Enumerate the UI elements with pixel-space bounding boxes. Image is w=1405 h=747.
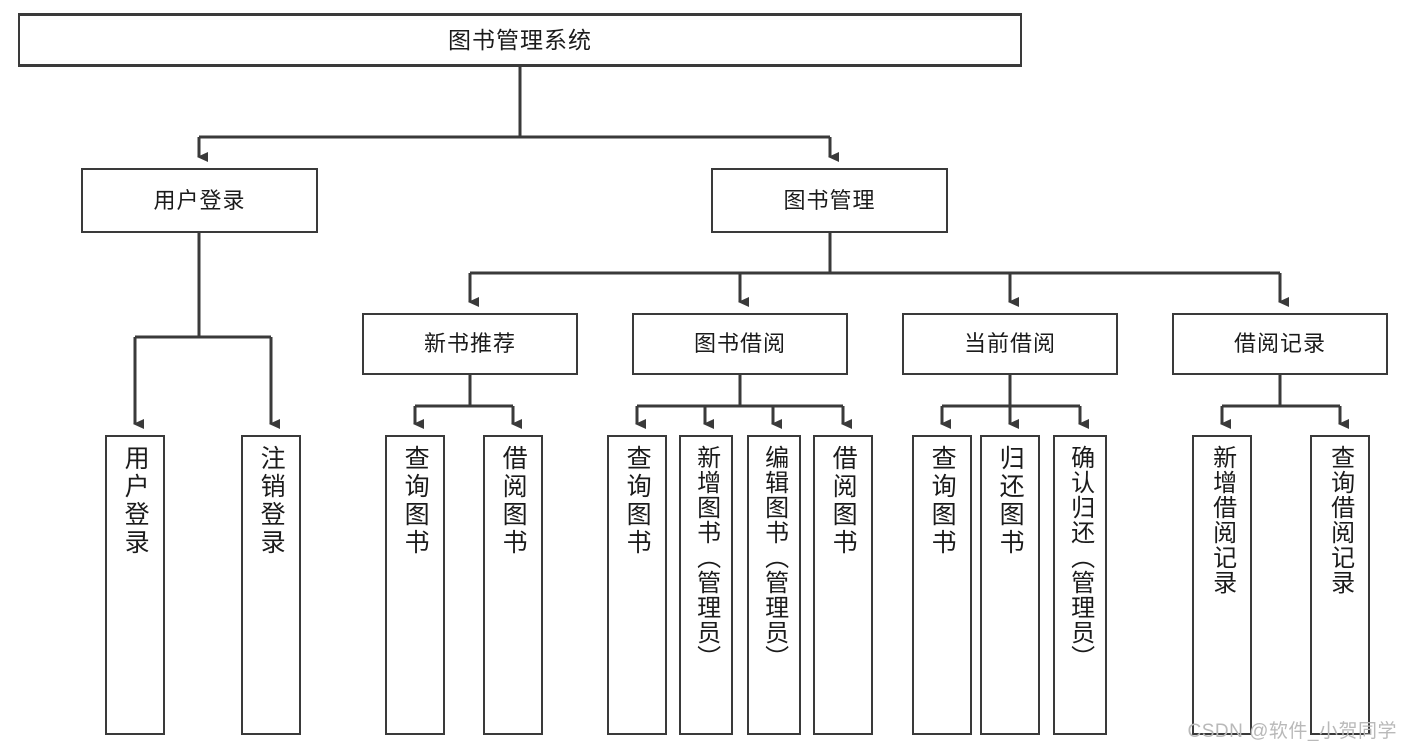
- leaf-query-borrow-record[interactable]: 查询借阅记录: [1310, 435, 1370, 735]
- node-user-login[interactable]: 用户登录: [81, 168, 318, 233]
- node-root-label: 图书管理系统: [448, 26, 592, 53]
- leaf-confirm-return-admin[interactable]: 确认归还（管理员）: [1053, 435, 1107, 735]
- node-user-login-label: 用户登录: [153, 187, 246, 213]
- leaf-logout-label: 注销登录: [257, 445, 286, 557]
- leaf-user-login-label: 用户登录: [121, 445, 150, 557]
- leaf-confirm-return-admin-label: 确认归还（管理员）: [1066, 445, 1094, 670]
- node-book-borrow-label: 图书借阅: [693, 331, 786, 357]
- node-book-management[interactable]: 图书管理: [711, 168, 948, 233]
- leaf-borrow-books-new[interactable]: 借阅图书: [483, 435, 543, 735]
- leaf-borrow-books-new-label: 借阅图书: [499, 445, 528, 557]
- leaf-borrow-books[interactable]: 借阅图书: [813, 435, 873, 735]
- node-book-management-label: 图书管理: [783, 187, 876, 213]
- leaf-user-login[interactable]: 用户登录: [105, 435, 165, 735]
- leaf-add-borrow-record[interactable]: 新增借阅记录: [1192, 435, 1252, 735]
- leaf-logout[interactable]: 注销登录: [241, 435, 301, 735]
- leaf-query-books-new-label: 查询图书: [401, 445, 430, 557]
- node-root[interactable]: 图书管理系统: [18, 13, 1022, 67]
- node-current-borrow[interactable]: 当前借阅: [902, 313, 1118, 375]
- leaf-edit-book-admin-label: 编辑图书（管理员）: [760, 445, 788, 670]
- leaf-return-books[interactable]: 归还图书: [980, 435, 1040, 735]
- leaf-query-books-current[interactable]: 查询图书: [912, 435, 972, 735]
- node-new-book-recommend[interactable]: 新书推荐: [362, 313, 578, 375]
- leaf-query-borrow-record-label: 查询借阅记录: [1326, 445, 1354, 595]
- leaf-edit-book-admin[interactable]: 编辑图书（管理员）: [747, 435, 801, 735]
- leaf-query-books-borrow-label: 查询图书: [623, 445, 652, 557]
- node-borrow-records-label: 借阅记录: [1233, 331, 1326, 357]
- leaf-add-borrow-record-label: 新增借阅记录: [1208, 445, 1236, 595]
- leaf-add-book-admin[interactable]: 新增图书（管理员）: [679, 435, 733, 735]
- leaf-add-book-admin-label: 新增图书（管理员）: [692, 445, 720, 670]
- leaf-query-books-borrow[interactable]: 查询图书: [607, 435, 667, 735]
- leaf-query-books-new[interactable]: 查询图书: [385, 435, 445, 735]
- leaf-return-books-label: 归还图书: [996, 445, 1025, 557]
- node-borrow-records[interactable]: 借阅记录: [1172, 313, 1388, 375]
- leaf-borrow-books-label: 借阅图书: [829, 445, 858, 557]
- node-new-book-recommend-label: 新书推荐: [423, 331, 516, 357]
- node-book-borrow[interactable]: 图书借阅: [632, 313, 848, 375]
- leaf-query-books-current-label: 查询图书: [928, 445, 957, 557]
- node-current-borrow-label: 当前借阅: [963, 331, 1056, 357]
- watermark: CSDN @软件_小贺同学: [1187, 721, 1397, 742]
